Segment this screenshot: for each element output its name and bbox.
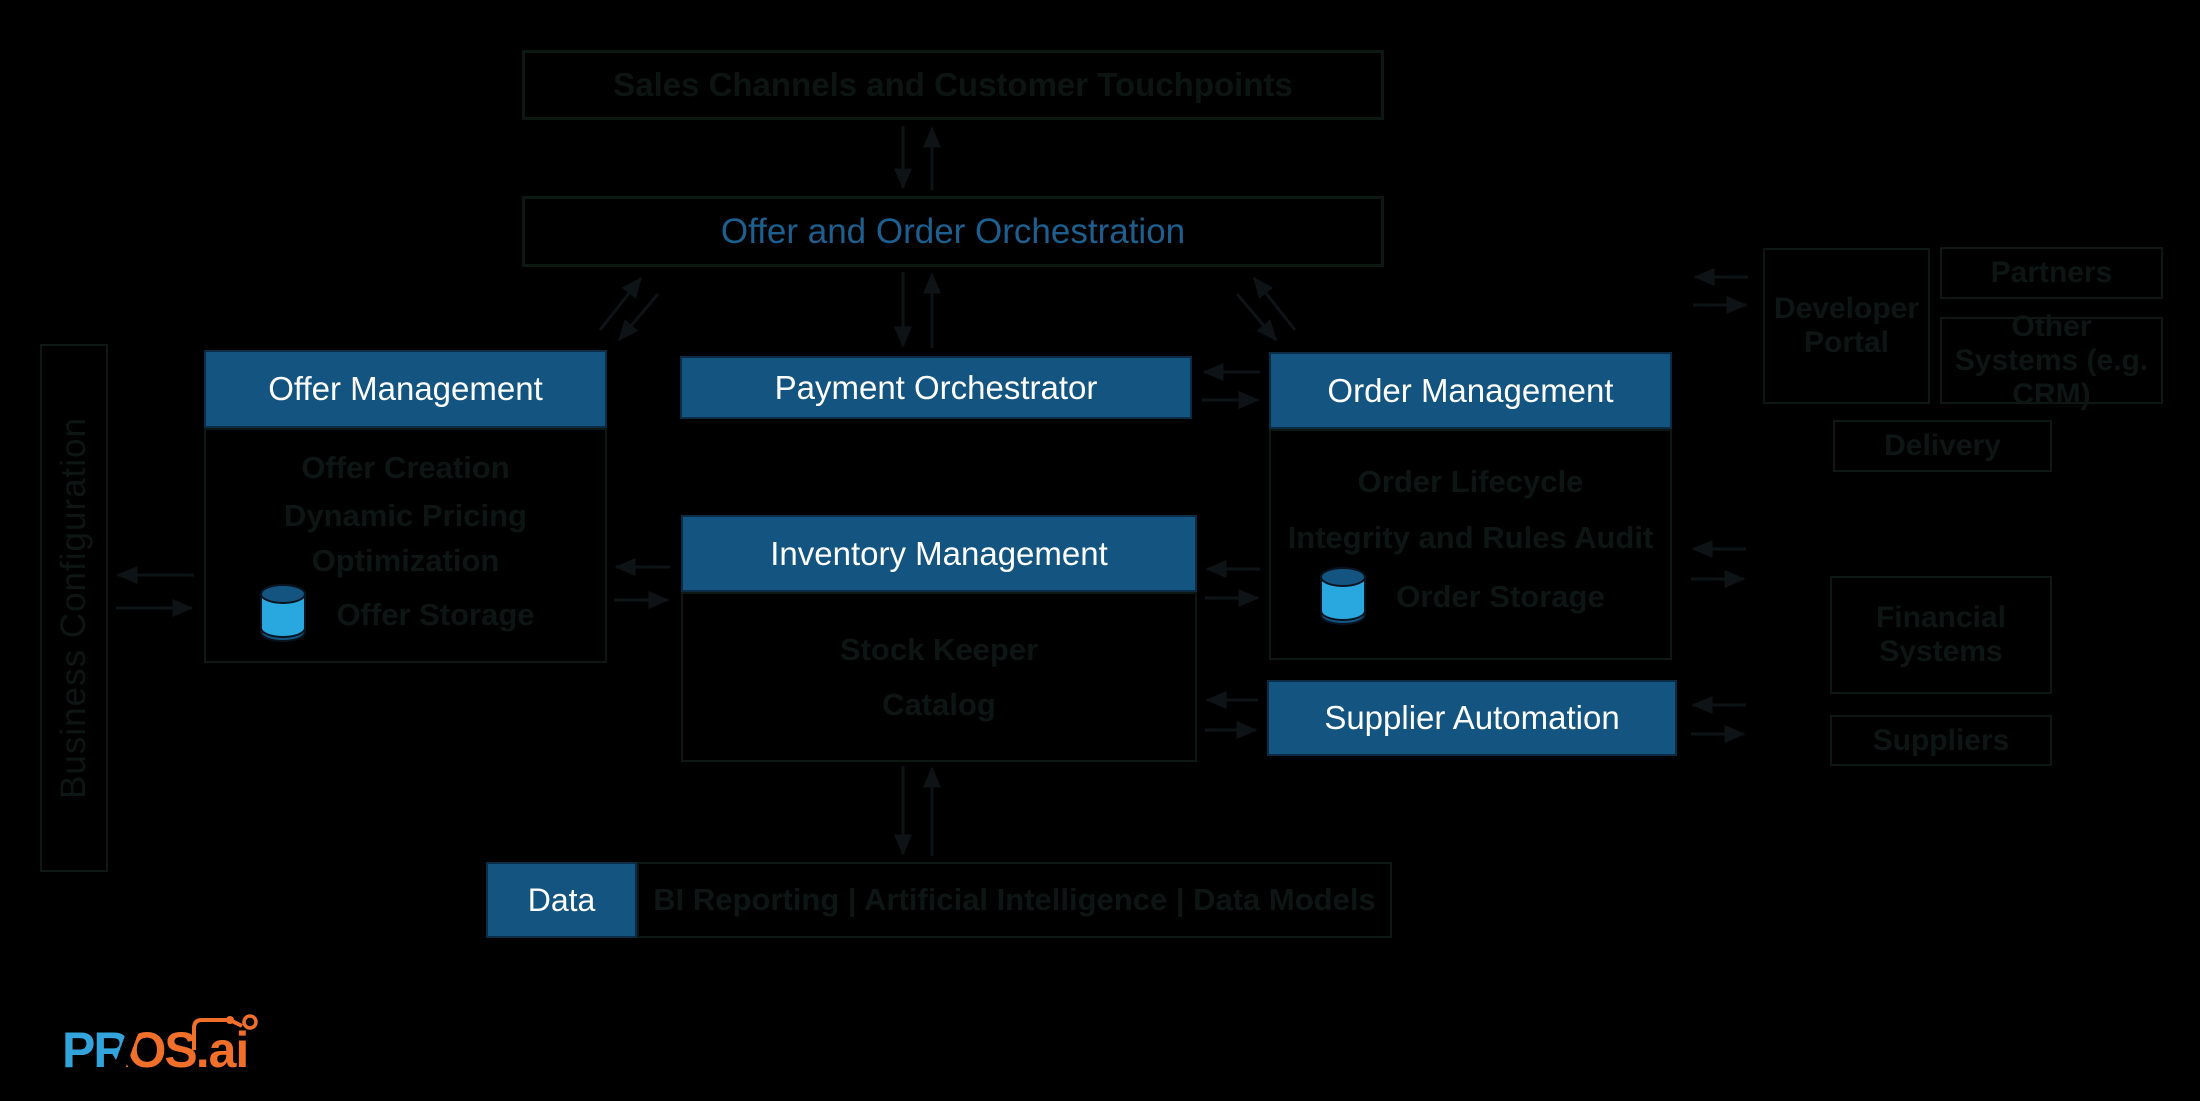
suppliers-box: Suppliers [1830, 715, 2052, 766]
order-item-integrity-audit: Integrity and Rules Audit [1287, 520, 1654, 555]
other-systems-box: Other Systems (e.g. CRM) [1940, 310, 2163, 411]
other-systems-label: Other Systems (e.g. CRM) [1954, 309, 2149, 411]
partners-box: Partners [1940, 247, 2163, 299]
payment-orchestrator-title: Payment Orchestrator [774, 368, 1098, 406]
financial-systems-label: Financial Systems [1875, 601, 2007, 668]
offer-management-body [204, 428, 607, 663]
order-storage-label: Order Storage [1396, 579, 1605, 614]
pros-logo-wordmark: PROS [62, 1022, 198, 1078]
partners-label: Partners [1990, 256, 2113, 289]
arrow-order-to-orchestration [1252, 276, 1297, 331]
data-title: Data [527, 881, 596, 918]
developer-portal-box: Developer Portal [1763, 248, 1930, 404]
data-services-label: BI Reporting | Artificial Intelligence |… [653, 882, 1376, 917]
sales-channels-label: Sales Channels and Customer Touchpoints [613, 66, 1293, 103]
inventory-item-stock-keeper: Stock Keeper [839, 632, 1039, 667]
pros-ai-logo: PROS.ai [62, 1014, 259, 1078]
sales-channels-box: Sales Channels and Customer Touchpoints [522, 50, 1384, 120]
suppliers-label: Suppliers [1872, 723, 2010, 757]
offer-order-orchestration-box: Offer and Order Orchestration [522, 196, 1384, 267]
pros-logo-suffix: .ai [192, 1014, 259, 1078]
developer-portal-label: Developer Portal [1773, 292, 1920, 359]
pros-logo-suffix-text: .ai [195, 1022, 250, 1078]
business-configuration-label: Business Configuration [54, 417, 93, 799]
offer-item-dynamic-pricing: Dynamic Pricing [284, 498, 527, 533]
arrow-offer-to-orchestration [598, 276, 643, 331]
delivery-label: Delivery [1884, 429, 2001, 462]
delivery-box: Delivery [1833, 420, 2052, 472]
order-item-lifecycle: Order Lifecycle [1357, 464, 1584, 499]
offer-storage-label: Offer Storage [336, 597, 535, 632]
offer-management-header: Offer Management [204, 350, 607, 428]
financial-systems-box: Financial Systems [1830, 576, 2052, 694]
data-services-box: BI Reporting | Artificial Intelligence |… [637, 862, 1392, 938]
business-configuration-box: Business Configuration [40, 344, 108, 872]
inventory-management-header: Inventory Management [681, 515, 1197, 592]
inventory-item-catalog: Catalog [882, 687, 996, 722]
supplier-automation-title: Supplier Automation [1324, 699, 1620, 736]
order-storage-database-cylinder-icon [1320, 567, 1366, 625]
order-management-title: Order Management [1327, 371, 1614, 409]
inventory-management-body [681, 592, 1197, 762]
offer-item-optimization: Optimization [311, 543, 500, 578]
supplier-automation-box: Supplier Automation [1267, 680, 1677, 756]
offer-management-title: Offer Management [268, 370, 543, 407]
payment-orchestrator-box: Payment Orchestrator [680, 356, 1192, 419]
arrow-orchestration-to-order [1235, 293, 1278, 342]
inventory-management-title: Inventory Management [770, 534, 1108, 572]
circuit-trace-icon [192, 1014, 259, 1050]
offer-order-orchestration-label: Offer and Order Orchestration [720, 211, 1186, 251]
order-management-body [1269, 429, 1672, 660]
data-title-box: Data [486, 862, 637, 938]
order-management-header: Order Management [1269, 352, 1672, 429]
offer-storage-database-cylinder-icon [260, 584, 306, 642]
offer-item-creation: Offer Creation [301, 450, 510, 485]
arrow-orchestration-to-offer [617, 293, 660, 342]
